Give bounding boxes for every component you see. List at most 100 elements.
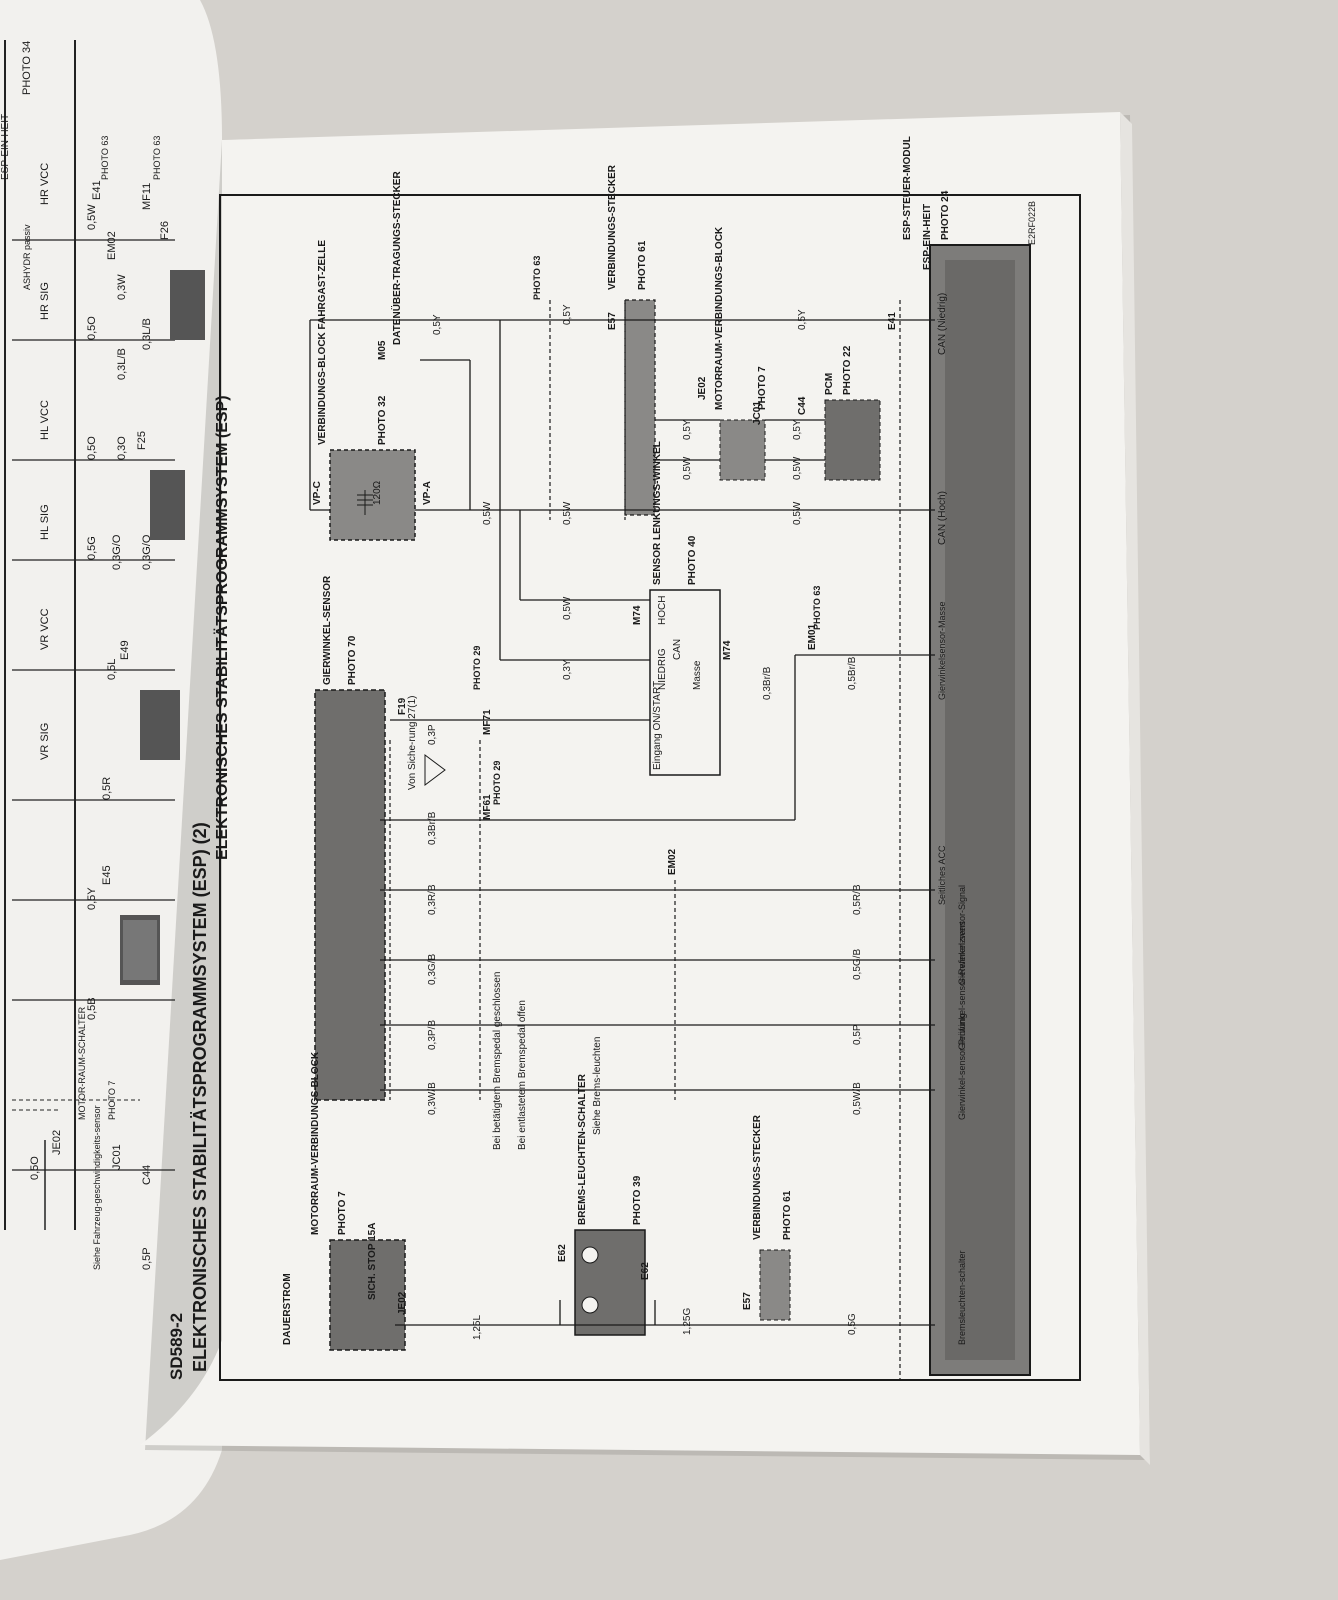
left-wire-1: 0,3W — [116, 274, 128, 300]
wire-0: 1,25L — [472, 1315, 483, 1340]
photo-misc-3: PHOTO 63 — [812, 586, 822, 630]
left-wire-5: 0,5O — [86, 436, 98, 460]
wire-7: 0,3Br/B — [427, 811, 438, 845]
esp-bottom-label-1: Gierwinkel-sensor-Prüfung — [957, 1013, 967, 1120]
vs-lower-label: VERBINDUNGS-STECKER — [752, 1114, 763, 1240]
fuse-block — [329, 1239, 406, 1351]
left-wire-13: 0,5B — [86, 997, 98, 1020]
resistor-label: 120Ω — [372, 480, 383, 505]
photo-misc-2: PHOTO 63 — [532, 256, 542, 300]
fuse-block-label: MOTORRAUM-VERBINDUNGS-BLOCK — [310, 1051, 321, 1235]
photo-misc-0: PHOTO 29 — [492, 761, 502, 805]
left-conn-jc01: JC01 — [111, 1144, 123, 1170]
conn-e57: E57 — [742, 1292, 753, 1310]
left-signal-hl-vcc: HL VCC — [39, 400, 51, 440]
left-photo-3: PHOTO 7 — [107, 1081, 117, 1120]
pcm-photo: PHOTO 22 — [842, 345, 853, 395]
conn-m74-a: M74 — [632, 605, 643, 625]
conn-e62-b: E62 — [640, 1262, 651, 1280]
left-signal-hr-sig: HR SIG — [39, 282, 51, 320]
conn-c44: C44 — [797, 396, 808, 415]
gier-sensor-label: GIERWINKEL-SENSOR — [322, 575, 333, 685]
gier-sensor-photo: PHOTO 70 — [347, 635, 358, 685]
hoch-label: HOCH — [657, 596, 668, 625]
can-niedrig-label: CAN (Niedrig) — [937, 293, 948, 355]
verbindungsstecker-label: VERBINDUNGS-STECKER — [607, 164, 618, 290]
vp-c-label: VP-C — [312, 481, 323, 505]
page-main-title: ELEKTRONISCHES STABILITÄTSPROGRAMMSYSTEM… — [190, 822, 210, 1372]
page-header-title: ELEKTRONISCHES STABILITÄTSPROGRAMMSYSTEM… — [213, 395, 231, 860]
conn-je02-b: JE02 — [697, 376, 708, 400]
conn-mf71: MF71 — [482, 709, 493, 735]
wire-25: 0,5Y — [797, 309, 808, 330]
wire-1: 1,25G — [682, 1308, 693, 1335]
conn-m74-b: M74 — [722, 640, 733, 660]
left-conn-je02: JE02 — [51, 1130, 63, 1155]
siehe-brems-label: Siehe Brems-leuchten — [592, 1037, 603, 1135]
esp-modul-label: ESP-STEUER-MODUL — [902, 136, 913, 240]
datenueber-label: DATENÜBER-TRAGUNGS-STECKER — [390, 171, 403, 345]
pcm-box — [824, 399, 881, 481]
wire-24: 0,5W — [792, 456, 803, 480]
conn-em02: EM02 — [667, 848, 678, 875]
wire-10: 0,5W — [562, 596, 573, 620]
wire-17: 0,3Br/B — [762, 666, 773, 700]
wire-26: 0,5W — [792, 501, 803, 525]
legend-a: Bei betätigtem Bremspedal geschlossen — [492, 972, 503, 1150]
brems-photo: PHOTO 39 — [632, 1175, 643, 1225]
page-corner-code: E2RF022B — [1027, 201, 1037, 245]
wire-3: 0,3W/B — [427, 1082, 438, 1115]
wire-5: 0,3G/B — [427, 954, 438, 985]
left-conn-e45: E45 — [101, 865, 113, 885]
conn-je02: JE02 — [397, 1291, 408, 1315]
conn-m05: M05 — [377, 340, 388, 360]
wire-22: 0,5W — [682, 456, 693, 480]
verbindungsstecker-lower-box — [759, 1249, 791, 1321]
photo-misc-1: PHOTO 29 — [472, 646, 482, 690]
conn-e57-b: E57 — [607, 312, 618, 330]
wire-20: 0,5W — [562, 501, 573, 525]
vb-photo: PHOTO 32 — [377, 395, 388, 445]
left-wire-12: 0,5Y — [86, 887, 98, 910]
motorraum-vb-photo: PHOTO 7 — [757, 366, 768, 410]
wire-12: 0,5W/B — [852, 1082, 863, 1115]
can-label: CAN — [672, 639, 683, 660]
gier-sensor-box — [314, 689, 386, 1101]
conn-em01: EM01 — [807, 623, 818, 650]
esp-bottom-label-0: Bremsleuchten-schalter — [957, 1250, 967, 1345]
fuse-triangle-icon — [424, 754, 446, 786]
wire-18: 0,5W — [482, 501, 493, 525]
left-conn-f25: F25 — [136, 431, 148, 450]
motorraum-vb-label: MOTORRAUM-VERBINDUNGS-BLOCK — [714, 226, 725, 410]
niedrig-label: NIEDRIG — [657, 648, 668, 690]
esp-bottom-label-3: Gierwinkel-sensor-Signal — [957, 885, 967, 985]
wire-8: 0,3P — [427, 724, 438, 745]
wire-2: 0,5G — [847, 1313, 858, 1335]
legend-b-icon — [581, 1246, 599, 1264]
left-signal-hl-sig: HL SIG — [39, 504, 51, 540]
wire-21: 0,5Y — [682, 419, 693, 440]
brems-schalter-label: BREMS-LEUCHTEN-SCHALTER — [577, 1073, 588, 1225]
vb-label: VERBINDUNGS-BLOCK FAHRGAST-ZELLE — [317, 240, 328, 445]
wire-15: 0,5R/B — [852, 884, 863, 915]
eingang-label: Eingang ON/START — [652, 681, 663, 770]
left-conn-em02: EM02 — [106, 231, 118, 260]
wire-19: 0,5Y — [432, 314, 443, 335]
left-wire-15: 0,5P — [141, 1247, 153, 1270]
fuse-label: SICH. STOP 15A — [367, 1223, 378, 1300]
brems-schalter-box — [574, 1229, 646, 1336]
esp-bottom-label-4: Seitliches ACC — [937, 845, 947, 905]
left-photo-1: PHOTO 63 — [100, 136, 110, 180]
esp-photo: PHOTO 24 — [940, 190, 951, 240]
conn-mf61: MF61 — [482, 794, 493, 820]
left-conn-f26: F26 — [159, 221, 171, 240]
main-page-surface — [140, 112, 1140, 1455]
conn-f19: F19 — [397, 697, 408, 715]
vp-a-label: VP-A — [422, 481, 433, 505]
left-wire-14: 0,5O — [29, 1156, 41, 1180]
fuse-block-photo: PHOTO 7 — [337, 1191, 348, 1235]
left-page: PHOTO 34 ESP-EIN-HEIT HR VCC HR SIG HL V… — [0, 40, 205, 1270]
left-assy-note: ASHYDR passiv — [22, 224, 32, 290]
left-signal-vr-vcc: VR VCC — [39, 608, 51, 650]
